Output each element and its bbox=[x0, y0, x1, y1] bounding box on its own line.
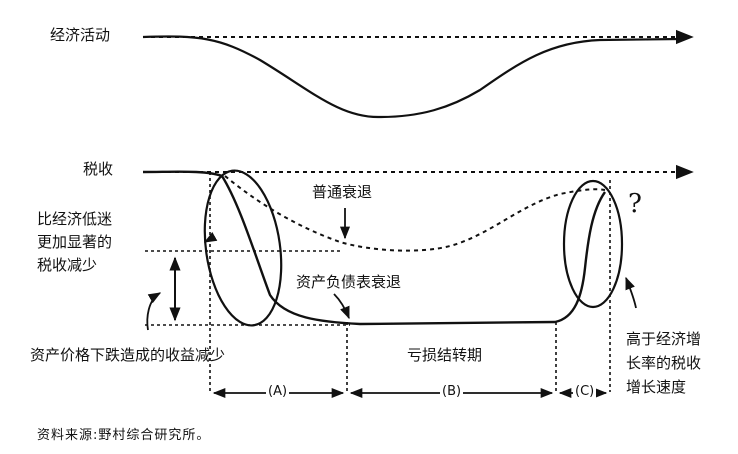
right-note-pointer bbox=[625, 276, 637, 309]
economic-activity-label: 经济活动 bbox=[50, 26, 111, 44]
right-note-line-2: 长率的税收 bbox=[626, 354, 702, 372]
segment-b-label: (B) bbox=[440, 384, 464, 401]
normal-recession-label: 普通衰退 bbox=[312, 183, 373, 201]
right-note-line-3: 增长速度 bbox=[626, 378, 687, 396]
balance-sheet-pointer bbox=[333, 293, 350, 320]
left-note-pointer bbox=[203, 231, 218, 243]
left-note-line-3: 税收减少 bbox=[37, 256, 98, 274]
asset-price-note: 资产价格下跌造成的收益减少 bbox=[30, 346, 226, 364]
normal-recession-curve bbox=[224, 175, 606, 252]
segment-a-label: (A) bbox=[266, 384, 290, 401]
tax-revenue-label: 税收 bbox=[83, 160, 114, 178]
question-mark: ? bbox=[628, 189, 642, 219]
asset-price-pointer bbox=[146, 292, 162, 331]
segment-c-label: (C) bbox=[573, 384, 597, 401]
source-note: 资料来源:野村综合研究所。 bbox=[37, 428, 211, 443]
economic-activity-curve bbox=[142, 35, 681, 119]
balance-sheet-recession-curve bbox=[142, 170, 606, 326]
balance-sheet-recession-label: 资产负债表衰退 bbox=[296, 273, 402, 291]
right-ellipse bbox=[562, 179, 624, 309]
loss-carryforward-label: 亏损结转期 bbox=[407, 346, 483, 364]
left-note-line-2: 更加显著的 bbox=[37, 233, 113, 251]
right-note-line-1: 高于经济增 bbox=[626, 330, 702, 348]
left-note-line-1: 比经济低迷 bbox=[37, 210, 113, 228]
